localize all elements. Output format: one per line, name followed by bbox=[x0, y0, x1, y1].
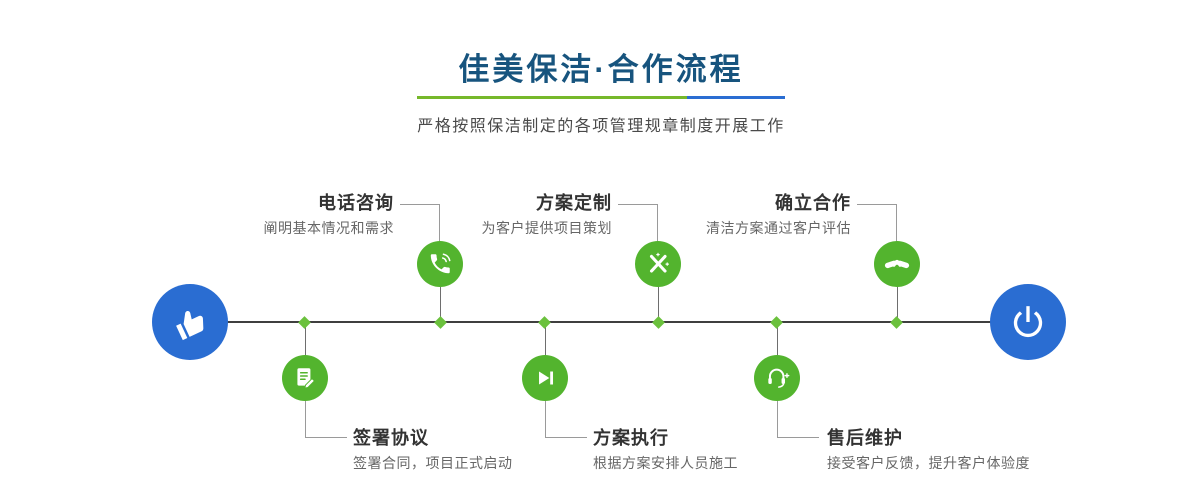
title-divider bbox=[417, 96, 785, 99]
divider-blue-segment bbox=[687, 96, 785, 99]
timeline-diamond bbox=[770, 316, 783, 329]
step-desc: 根据方案安排人员施工 bbox=[593, 455, 738, 471]
step-sign-agreement: 签署协议 签署合同，项目正式启动 bbox=[353, 428, 513, 472]
step-after-sales: 售后维护 接受客户反馈，提升客户体验度 bbox=[827, 428, 1030, 472]
node-plan-execution bbox=[522, 355, 568, 401]
step-title: 方案定制 bbox=[536, 193, 612, 213]
timeline-diamond bbox=[890, 316, 903, 329]
play-next-icon bbox=[539, 371, 554, 385]
step-phone-consult: 电话咨询 阐明基本情况和需求 bbox=[264, 193, 395, 237]
page-subtitle: 严格按照保洁制定的各项管理规章制度开展工作 bbox=[417, 118, 785, 135]
node-plan-design bbox=[635, 241, 681, 287]
stem-execute bbox=[545, 322, 546, 355]
timeline-line bbox=[190, 321, 1030, 323]
stem-contract bbox=[305, 322, 306, 355]
node-after-sales bbox=[754, 355, 800, 401]
step-plan-design: 方案定制 为客户提供项目策划 bbox=[482, 193, 613, 237]
divider-green-segment bbox=[417, 96, 687, 99]
power-icon bbox=[1013, 306, 1043, 338]
stem-handshake bbox=[897, 287, 898, 322]
step-desc: 接受客户反馈，提升客户体验度 bbox=[827, 455, 1030, 471]
handshake-icon bbox=[884, 259, 910, 269]
connector-plan-execution bbox=[545, 400, 587, 438]
stem-support bbox=[777, 322, 778, 355]
step-establish-cooperation: 确立合作 清洁方案通过客户评估 bbox=[706, 193, 851, 237]
step-title: 签署协议 bbox=[353, 428, 429, 448]
stem-design bbox=[658, 287, 659, 322]
connector-after-sales bbox=[777, 400, 819, 438]
step-desc: 为客户提供项目策划 bbox=[481, 220, 612, 236]
step-title: 电话咨询 bbox=[318, 193, 394, 213]
headset-support-icon bbox=[768, 368, 790, 388]
step-desc: 阐明基本情况和需求 bbox=[263, 220, 394, 236]
timeline-diamond bbox=[298, 316, 311, 329]
step-desc: 清洁方案通过客户评估 bbox=[706, 220, 851, 236]
page-title: 佳美保洁·合作流程 bbox=[458, 52, 744, 87]
timeline-diamond bbox=[434, 316, 447, 329]
phone-icon bbox=[430, 253, 451, 274]
connector-phone-consult bbox=[400, 204, 440, 242]
connector-plan-design bbox=[618, 204, 658, 242]
step-plan-execution: 方案执行 根据方案安排人员施工 bbox=[593, 428, 738, 472]
step-title: 确立合作 bbox=[775, 193, 851, 213]
node-phone-consult bbox=[417, 241, 463, 287]
connector-sign-agreement bbox=[305, 400, 347, 438]
step-title: 方案执行 bbox=[593, 428, 669, 448]
end-node bbox=[990, 284, 1066, 360]
step-title: 售后维护 bbox=[827, 428, 903, 448]
design-tools-icon bbox=[649, 252, 669, 273]
node-establish-cooperation bbox=[874, 241, 920, 287]
step-desc: 签署合同，项目正式启动 bbox=[353, 455, 513, 471]
timeline-diamond bbox=[538, 316, 551, 329]
contract-icon bbox=[297, 368, 316, 389]
start-node bbox=[152, 284, 228, 360]
node-sign-agreement bbox=[282, 355, 328, 401]
pointing-hand-icon bbox=[176, 310, 204, 341]
timeline-diamond bbox=[652, 316, 665, 329]
stem-phone bbox=[440, 287, 441, 322]
connector-establish-cooperation bbox=[857, 204, 897, 242]
